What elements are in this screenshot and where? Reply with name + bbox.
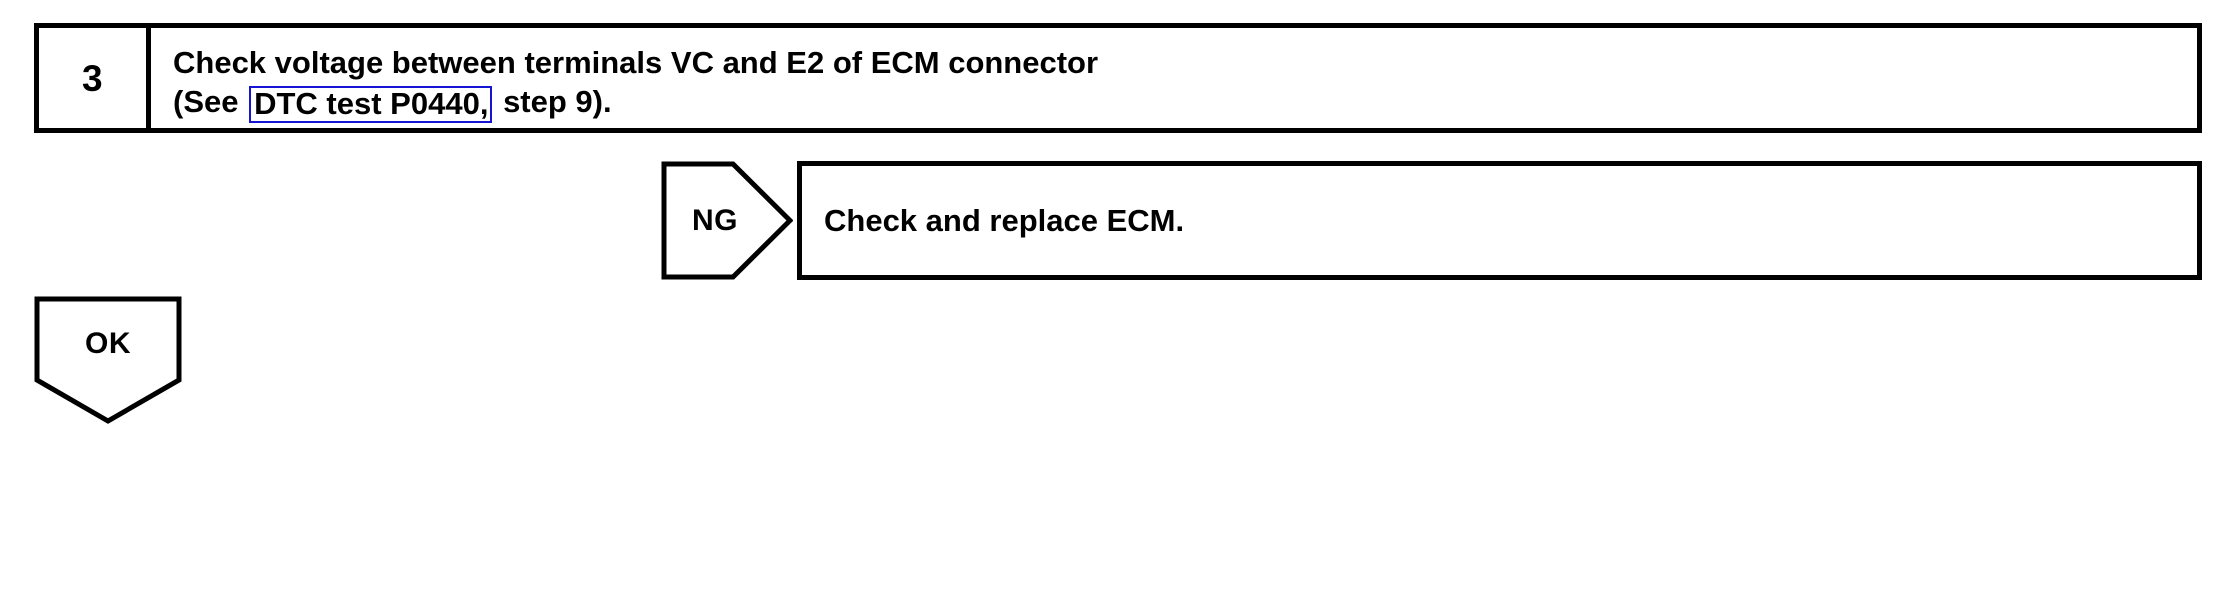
ng-result-text: Check and replace ECM. [824, 202, 1185, 238]
step-number: 3 [81, 57, 104, 99]
step-body-cell: Check voltage between terminals VC and E… [151, 28, 2197, 128]
ng-result-box: Check and replace ECM. [797, 161, 2202, 280]
ng-arrow-pentagon-icon [661, 161, 793, 280]
dtc-test-link[interactable]: DTC test P0440, [249, 86, 493, 123]
step-instruction-line-1: Check voltage between terminals VC and E… [173, 44, 1099, 80]
step-reference-suffix: step 9). [503, 84, 612, 119]
step-reference-prefix: (See [173, 84, 239, 119]
ok-arrow-pentagon-icon [34, 296, 182, 424]
step-instruction-line-2: (See DTC test P0440, step 9). [173, 81, 2197, 123]
step-row: 3 Check voltage between terminals VC and… [34, 23, 2202, 133]
step-number-cell: 3 [39, 28, 151, 128]
